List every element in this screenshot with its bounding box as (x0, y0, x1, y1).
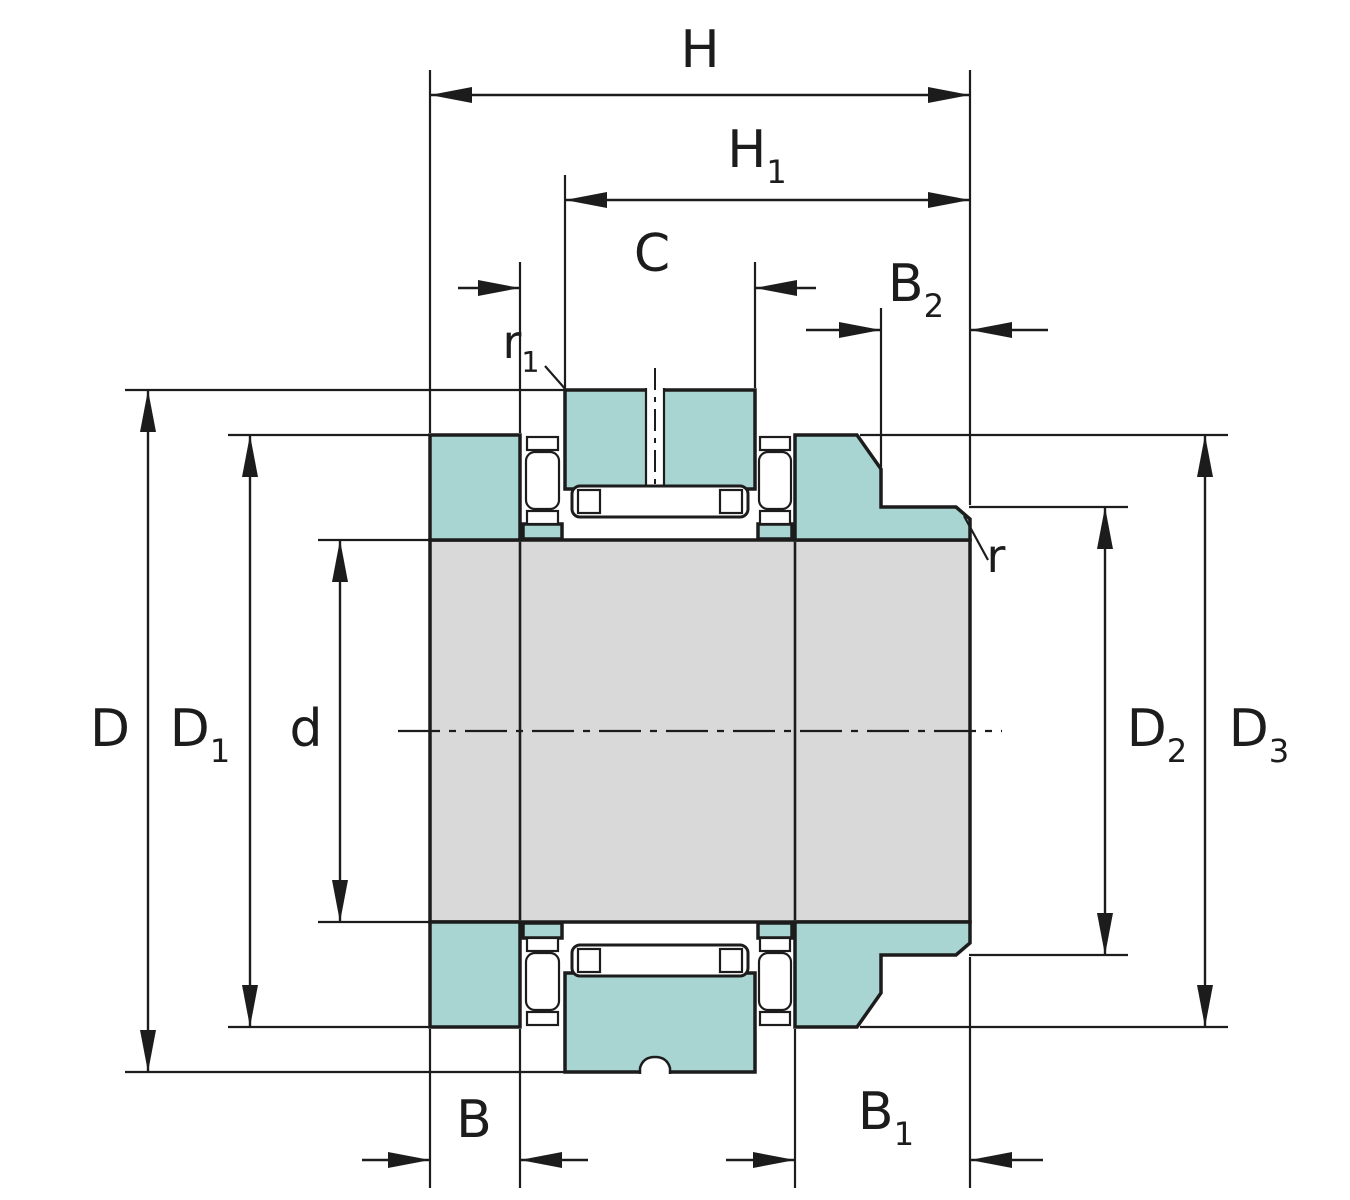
dim-label-H: H (680, 20, 720, 80)
dim-label-B: B (456, 1090, 492, 1150)
flange-top-right (793, 433, 972, 542)
extension-lines (125, 70, 1228, 1188)
locating-washers (563, 368, 757, 1074)
outer-ring-flanges (428, 433, 972, 1029)
dim-label-D1: D1 (169, 699, 231, 771)
dim-label-r1: r1 (502, 315, 540, 380)
dim-label-D: D (89, 699, 131, 759)
needle-roller-cage-bottom (570, 943, 750, 978)
dim-label-B1: B1 (857, 1082, 915, 1154)
washer-notch (638, 1055, 672, 1074)
needle-roller-cage-top (570, 484, 750, 519)
dim-label-r: r (986, 529, 1006, 583)
leader-r (963, 515, 989, 561)
washer-bottom (563, 971, 757, 1074)
dim-label-C: C (633, 224, 671, 284)
flange-bottom-right (793, 920, 972, 1029)
flange-top-left (428, 433, 522, 542)
dimension-lines (140, 87, 1213, 1168)
axial-roller-bottom-left (521, 921, 564, 1027)
leader-r1 (544, 365, 568, 392)
dim-label-D3: D3 (1228, 699, 1290, 771)
dim-label-H1: H1 (727, 120, 787, 192)
dim-label-d: d (289, 699, 323, 759)
dim-label-D2: D2 (1126, 699, 1188, 771)
axial-roller-top-right (756, 435, 794, 541)
axial-roller-top-left (521, 435, 564, 541)
flange-bottom-left (428, 920, 522, 1029)
dim-label-B2: B2 (887, 254, 945, 326)
axial-roller-bottom-right (756, 921, 794, 1027)
